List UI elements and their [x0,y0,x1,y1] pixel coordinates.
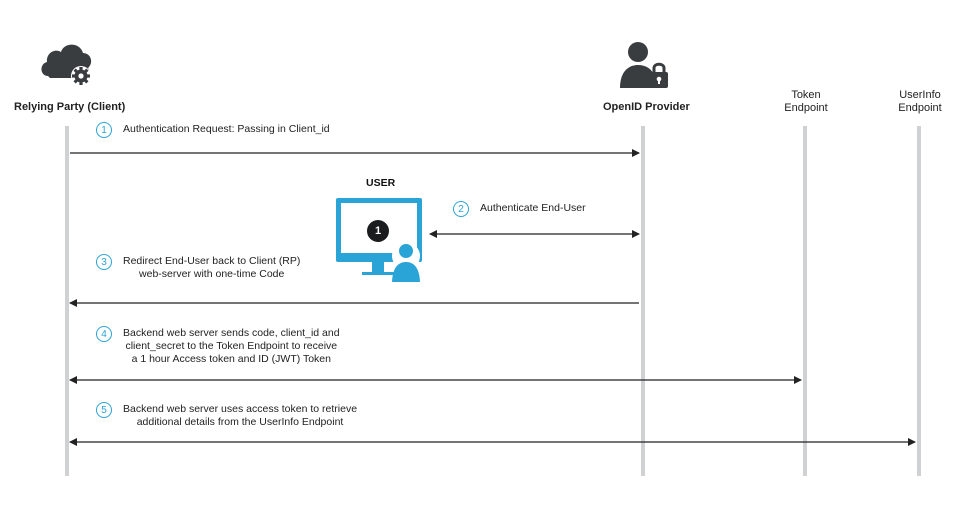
userinfo-lifeline [917,126,921,476]
step-3-line-1: Redirect End-User back to Client (RP) [123,255,301,267]
user-badge: 1 [367,220,389,242]
step-3: 3 Redirect End-User back to Client (RP) … [96,254,300,281]
provider-lifeline [641,126,645,476]
step-3-text: Redirect End-User back to Client (RP) we… [123,255,300,281]
token-endpoint-label: Token Endpoint [776,89,836,115]
token-endpoint-line2: Endpoint [784,102,828,114]
userinfo-endpoint-line2: Endpoint [898,102,942,114]
step-5-line-1: Backend web server uses access token to … [123,403,358,415]
step-5-text: Backend web server uses access token to … [123,403,357,429]
step-4-number: 4 [96,326,112,342]
user-badge-number: 1 [374,225,382,237]
userinfo-endpoint-line1: UserInfo [899,89,941,101]
step-3-number: 3 [96,254,112,270]
client-lifeline [65,126,69,476]
provider-label: OpenID Provider [603,101,690,113]
step-1-line-1: Authentication Request: Passing in Clien… [123,123,330,135]
step-4-line-2: client_secret to the Token Endpoint to r… [125,340,338,352]
cloud-gear-icon [41,44,92,86]
user-title: USER [366,177,396,189]
step-2-line-1: Authenticate End-User [480,202,586,214]
step-5-line-2: additional details from the UserInfo End… [136,416,344,428]
user-lock-icon [620,42,668,88]
step-1-text: Authentication Request: Passing in Clien… [123,123,330,136]
token-lifeline [803,126,807,476]
token-endpoint-line1: Token [791,89,821,101]
step-4-text: Backend web server sends code, client_id… [123,327,340,366]
step-2: 2 Authenticate End-User [453,201,586,217]
step-5-number: 5 [96,402,112,418]
step-4-line-3: a 1 hour Access token and ID (JWT) Token [131,353,331,365]
step-1: 1 Authentication Request: Passing in Cli… [96,122,330,138]
client-label: Relying Party (Client) [14,101,126,113]
userinfo-endpoint-label: UserInfo Endpoint [888,89,952,115]
step-1-number: 1 [96,122,112,138]
step-2-number: 2 [453,201,469,217]
step-3-line-2: web-server with one-time Code [139,268,285,280]
step-4-line-1: Backend web server sends code, client_id… [123,327,340,339]
step-5: 5 Backend web server uses access token t… [96,402,357,429]
step-2-text: Authenticate End-User [480,202,586,215]
step-4: 4 Backend web server sends code, client_… [96,326,340,366]
